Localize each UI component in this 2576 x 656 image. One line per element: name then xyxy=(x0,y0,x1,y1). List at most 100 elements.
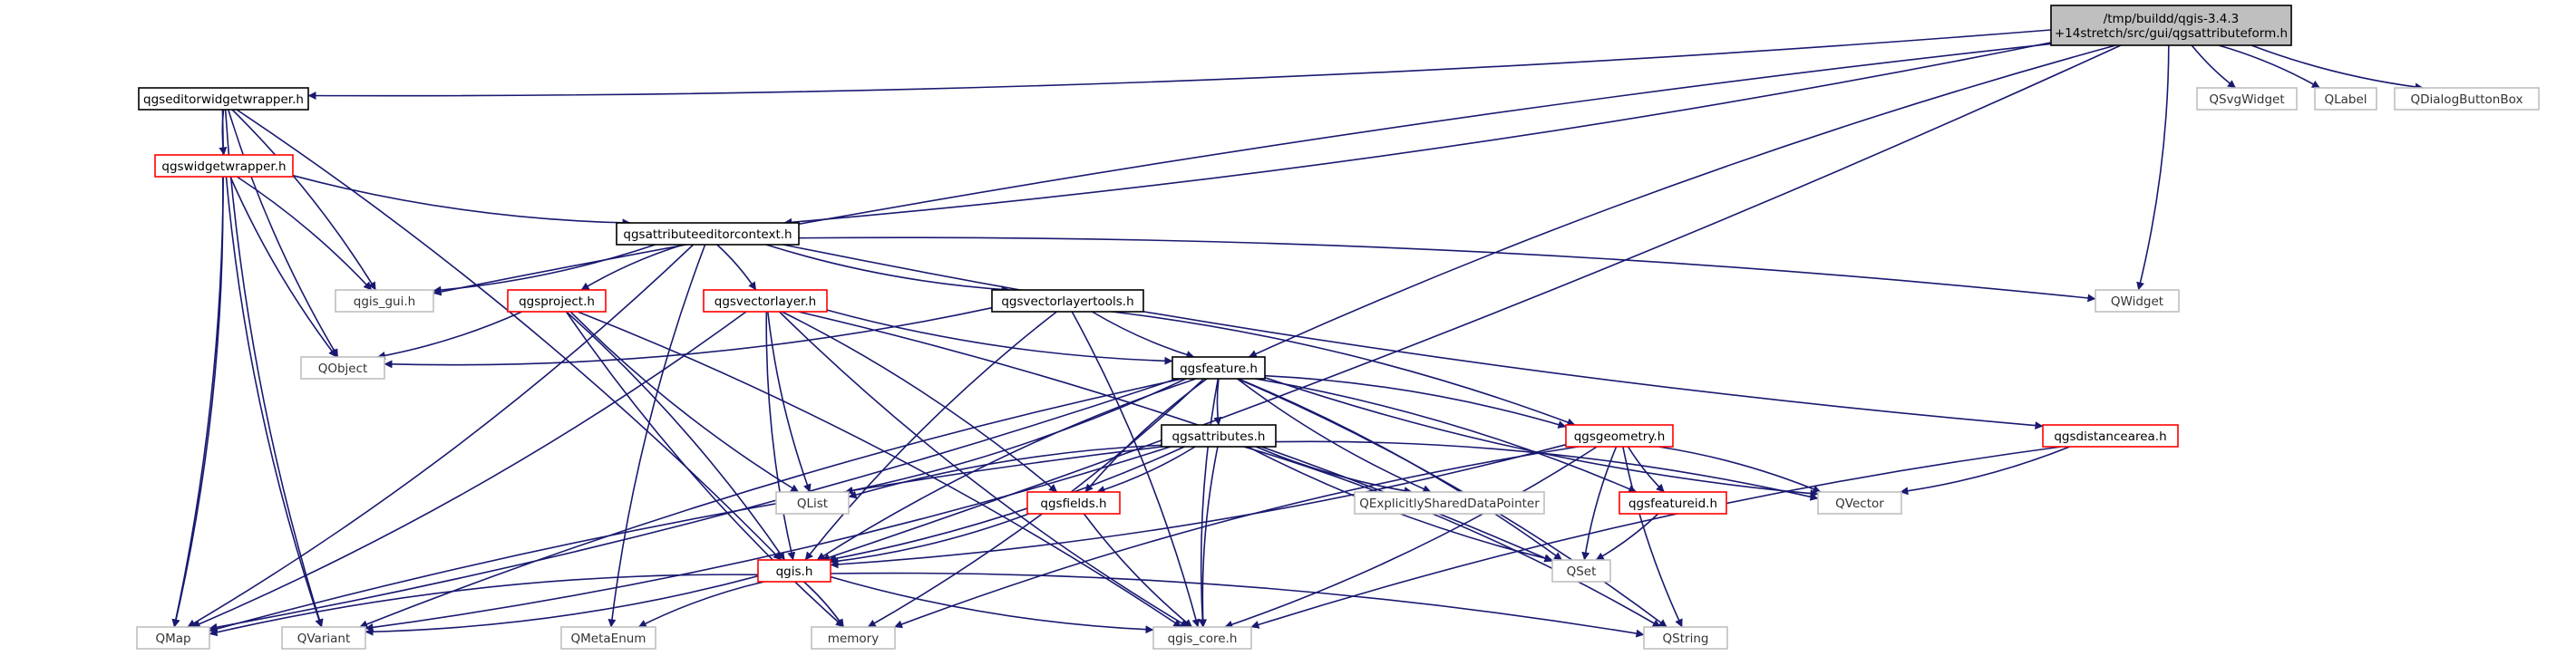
node-qgsfields[interactable]: qgsfields.h xyxy=(1026,491,1121,515)
node-label-QVector: QVector xyxy=(1835,497,1884,511)
edge-qgsvectorlayer-to-qgis_core xyxy=(778,311,1189,628)
edge-root-to-qgsfeature xyxy=(1248,44,2116,358)
node-box-qgseditorwidgetwrapper xyxy=(138,87,309,111)
node-label-qgsdistancearea: qgsdistancearea.h xyxy=(2054,429,2166,444)
edge-qgsattributes-to-qgis xyxy=(828,446,1185,563)
edge-qgsattributeeditorcontext-to-qgsdistancearea xyxy=(783,244,2044,430)
edge-qgsvectorlayertools-to-qgsfeature xyxy=(1092,311,1195,359)
node-qgsproject[interactable]: qgsproject.h xyxy=(507,289,607,313)
node-label-qgsvectorlayertools: qgsvectorlayertools.h xyxy=(1001,294,1133,309)
node-box-QVariant xyxy=(281,626,366,650)
node-label-QExplicitlySharedDataPointer: QExplicitlySharedDataPointer xyxy=(1359,497,1540,511)
node-qgis_gui: qgis_gui.h xyxy=(335,289,434,313)
edge-qgis-to-qgis_core xyxy=(830,575,1154,634)
edge-qgsgeometry-to-qgis xyxy=(830,443,1567,569)
node-memory: memory xyxy=(811,626,896,650)
edge-qgsattributeeditorcontext-to-QMap xyxy=(187,244,695,628)
edge-qgsattributes-to-QVector xyxy=(1275,440,1819,501)
edge-root-to-QWidget xyxy=(2136,44,2170,291)
node-qgswidgetwrapper[interactable]: qgswidgetwrapper.h xyxy=(154,154,294,178)
node-label-qgseditorwidgetwrapper: qgseditorwidgetwrapper.h xyxy=(143,92,304,107)
edge-qgsproject-to-qgis xyxy=(566,311,786,561)
node-label-qgswidgetwrapper: qgswidgetwrapper.h xyxy=(161,159,286,174)
node-box-QSvgWidget xyxy=(2196,87,2298,111)
edge-qgswidgetwrapper-to-QMap xyxy=(171,176,224,628)
edge-qgsattributeeditorcontext-to-QWidget xyxy=(798,236,2096,303)
edge-qgseditorwidgetwrapper-to-qgis_gui xyxy=(231,109,377,291)
edge-qgsattributes-to-QVariant xyxy=(365,446,1171,632)
node-qgis[interactable]: qgis.h xyxy=(757,559,831,583)
edge-root-to-QLabel xyxy=(2218,44,2320,89)
edge-qgsvectorlayertools-to-qgis xyxy=(804,311,1057,561)
node-QString: QString xyxy=(1643,626,1728,650)
node-qgsgeometry[interactable]: qgsgeometry.h xyxy=(1565,424,1674,448)
node-label-qgsattributes: qgsattributes.h xyxy=(1172,429,1266,444)
node-box-QMetaEnum xyxy=(560,626,656,650)
node-box-QDialogButtonBox xyxy=(2394,87,2540,111)
node-label-qgsattributeeditorcontext: qgsattributeeditorcontext.h xyxy=(623,227,792,242)
node-label-QObject: QObject xyxy=(318,362,368,376)
node-qgsfeature[interactable]: qgsfeature.h xyxy=(1171,356,1266,380)
edge-qgsvectorlayertools-to-qgis_core xyxy=(1071,311,1201,628)
node-box-qgis xyxy=(757,559,831,583)
edge-qgsattributes-to-qgsfields xyxy=(1096,446,1196,494)
edge-qgsvectorlayer-to-qgsfeature xyxy=(826,309,1173,365)
node-QList: QList xyxy=(775,491,850,515)
edge-qgsvectorlayer-to-qgis xyxy=(765,311,796,561)
node-QSet: QSet xyxy=(1551,559,1611,583)
edge-qgswidgetwrapper-to-QVariant xyxy=(225,176,324,628)
edge-qgsfeature-to-QList xyxy=(844,378,1187,495)
node-qgsvectorlayertools[interactable]: qgsvectorlayertools.h xyxy=(991,289,1144,313)
edge-root-to-qgis_gui xyxy=(433,43,2052,296)
edge-qgsvectorlayer-to-QSet xyxy=(798,311,1553,563)
node-box-qgsgeometry xyxy=(1565,424,1674,448)
edge-root-to-QSvgWidget xyxy=(2191,44,2237,89)
node-label-qgis: qgis.h xyxy=(776,564,813,579)
node-box-QList xyxy=(775,491,850,515)
node-qgsattributes[interactable]: qgsattributes.h xyxy=(1161,424,1277,448)
edge-qgsgeometry-to-QString xyxy=(1622,446,1683,628)
node-qgsattributeeditorcontext[interactable]: qgsattributeeditorcontext.h xyxy=(616,222,800,246)
edge-qgsfeature-to-qgis xyxy=(816,378,1197,561)
node-qgsfeatureid[interactable]: qgsfeatureid.h xyxy=(1619,491,1727,515)
node-root[interactable]: /tmp/buildd/qgis-3.4.3+14stretch/src/gui… xyxy=(2050,5,2292,46)
node-QMetaEnum: QMetaEnum xyxy=(560,626,656,650)
edge-qgsfields-to-qgis_core xyxy=(1083,513,1193,628)
edge-qgsproject-to-memory xyxy=(565,311,845,628)
edge-qgsattributeeditorcontext-to-qgsvectorlayertools xyxy=(765,244,1010,294)
edge-root-to-QDialogButtonBox xyxy=(2250,44,2424,92)
node-box-qgswidgetwrapper xyxy=(154,154,294,178)
edge-qgsvectorlayer-to-QList xyxy=(767,311,812,493)
node-label-QString: QString xyxy=(1663,632,1709,646)
node-label-QMap: QMap xyxy=(155,632,190,646)
node-QMap: QMap xyxy=(136,626,210,650)
edge-qgsproject-to-qgis_core xyxy=(577,311,1182,628)
node-box-QString xyxy=(1643,626,1728,650)
edge-qgseditorwidgetwrapper-to-qgis xyxy=(236,109,783,561)
node-qgsdistancearea[interactable]: qgsdistancearea.h xyxy=(2042,424,2179,448)
edge-qgsgeometry-to-qgsfeatureid xyxy=(1627,446,1665,493)
node-box-QObject xyxy=(300,356,385,380)
node-label-root-line-2: +14stretch/src/gui/qgsattributeform.h xyxy=(2055,26,2288,41)
node-label-QLabel: QLabel xyxy=(2324,92,2367,107)
node-label-qgsproject: qgsproject.h xyxy=(519,294,595,309)
node-box-qgsproject xyxy=(507,289,607,313)
edge-qgsfeatureid-to-QSet xyxy=(1595,513,1659,561)
node-QExplicitlySharedDataPointer: QExplicitlySharedDataPointer xyxy=(1354,491,1545,515)
node-label-root-line-1: /tmp/buildd/qgis-3.4.3 xyxy=(2104,12,2240,26)
node-box-qgsfeatureid xyxy=(1619,491,1727,515)
node-label-QDialogButtonBox: QDialogButtonBox xyxy=(2411,92,2523,107)
edge-qgsfeature-to-QVariant xyxy=(359,378,1183,629)
edge-qgis-to-QMetaEnum xyxy=(637,581,764,628)
node-QVariant: QVariant xyxy=(281,626,366,650)
node-box-qgsfeature xyxy=(1171,356,1266,380)
edge-qgsattributes-to-QString xyxy=(1243,446,1661,628)
edge-qgsattributes-to-QMap xyxy=(209,446,1163,633)
edge-qgsattributes-to-QExplicitlySharedDataPointer xyxy=(1255,446,1413,496)
node-qgsvectorlayer[interactable]: qgsvectorlayer.h xyxy=(703,289,828,313)
node-qgseditorwidgetwrapper[interactable]: qgseditorwidgetwrapper.h xyxy=(138,87,309,111)
node-label-QWidget: QWidget xyxy=(2111,294,2163,309)
node-QWidget: QWidget xyxy=(2095,289,2180,313)
node-box-qgsattributes xyxy=(1161,424,1277,448)
edge-qgis-to-QVariant xyxy=(365,574,759,636)
